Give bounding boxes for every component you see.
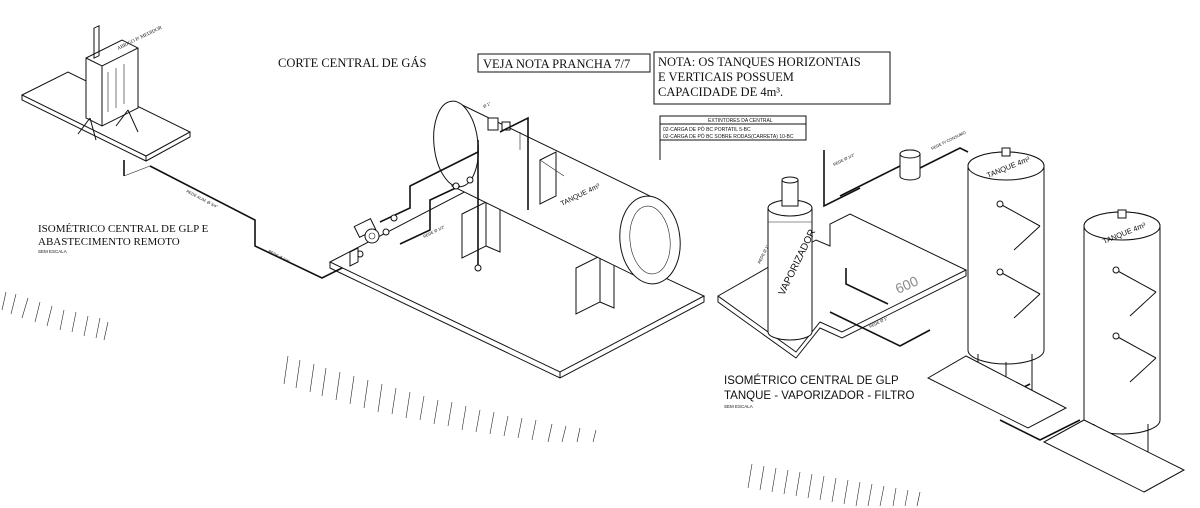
right-title-line-2: TANQUE - VAPORIZADOR - FILTRO bbox=[724, 390, 914, 402]
left-view-title: ISOMÉTRICO CENTRAL DE GLP E ABASTECIMENT… bbox=[38, 223, 209, 254]
hatch-right bbox=[747, 463, 921, 507]
note-line-3: CAPACIDADE DE 4m³. bbox=[658, 85, 783, 99]
hatch-center bbox=[283, 355, 597, 443]
extinguisher-row-2: 02-CARGA DE PÓ BC SOBRE RODAS(CARRETA) 1… bbox=[663, 133, 794, 140]
hatch-left bbox=[1, 291, 109, 341]
horizontal-tank-platform bbox=[328, 187, 706, 379]
left-title-line-1: ISOMÉTRICO CENTRAL DE GLP E bbox=[38, 223, 209, 235]
right-view-title: ISOMÉTRICO CENTRAL DE GLP TANQUE - VAPOR… bbox=[724, 374, 914, 409]
vertical-tank-2: TANQUE 4m³ bbox=[1042, 209, 1186, 493]
note-ref-text: VEJA NOTA PRANCHA 7/7 bbox=[483, 57, 630, 71]
left-title-line-2: ABASTECIMENTO REMOTO bbox=[38, 236, 180, 248]
tank-saddles bbox=[461, 201, 615, 315]
extinguisher-table: EXTINTORES DA CENTRAL 02-CARGA DE PÓ BC … bbox=[659, 115, 807, 160]
svg-text:REDE Ø 3/4": REDE Ø 3/4" bbox=[268, 248, 292, 264]
vertical-tank-1: TANQUE 4m³ bbox=[926, 147, 1068, 429]
vaporizer: VAPORIZADOR bbox=[767, 176, 818, 341]
left-scale: SEM ESCALA bbox=[38, 249, 67, 254]
extinguisher-table-header: EXTINTORES DA CENTRAL bbox=[708, 118, 773, 124]
note-ref-box bbox=[477, 53, 651, 73]
remote-supply-pipe: REDE ALIM. Ø 3/4" REDE Ø 3/4" bbox=[123, 160, 351, 279]
extinguisher-row-1: 02-CARGA DE PÓ BC PORTATIL 5-BC bbox=[663, 126, 751, 133]
svg-text:REDE Ø 1/2": REDE Ø 1/2" bbox=[832, 152, 856, 167]
remote-supply-platform: ABRIGO P/ MEDIDOR bbox=[20, 24, 192, 162]
right-platform: 600 bbox=[717, 213, 968, 359]
section-title: CORTE CENTRAL DE GÁS bbox=[278, 56, 426, 70]
note-line-1: NOTA: OS TANQUES HORIZONTAIS bbox=[658, 55, 861, 69]
note-box: NOTA: OS TANQUES HORIZONTAIS E VERTICAIS… bbox=[653, 51, 891, 105]
right-scale: SEM ESCALA bbox=[724, 404, 753, 409]
svg-text:Ø 1": Ø 1" bbox=[482, 101, 492, 109]
note-line-2: E VERTICAIS POSSUEM bbox=[658, 70, 794, 84]
right-title-line-1: ISOMÉTRICO CENTRAL DE GLP bbox=[724, 374, 899, 387]
svg-text:ABRIGO P/ MEDIDOR: ABRIGO P/ MEDIDOR bbox=[117, 25, 164, 51]
